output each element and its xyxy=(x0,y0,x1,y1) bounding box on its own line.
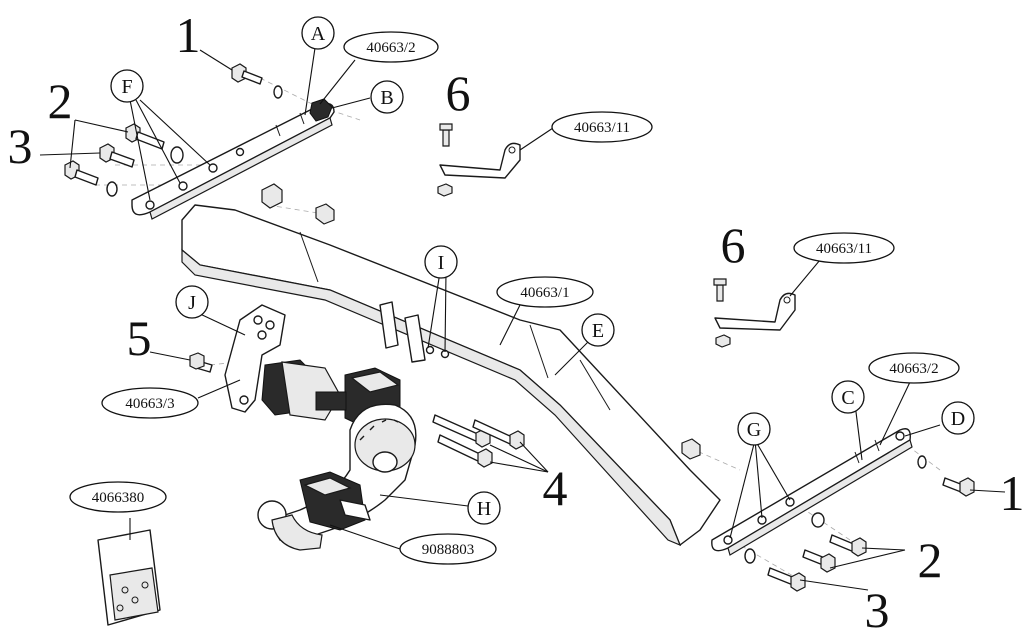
number-6-top: 6 xyxy=(446,65,471,121)
washer-left-mid xyxy=(170,146,184,164)
number-5: 5 xyxy=(127,310,152,366)
letter-e: E xyxy=(592,320,604,342)
code-plate-j: 40663/3 xyxy=(125,396,174,412)
callout-bracket-left: 40663/2 xyxy=(343,31,439,63)
letter-b: B xyxy=(380,87,393,109)
letter-f: F xyxy=(121,76,132,98)
bolt-3a-right xyxy=(802,549,836,573)
wiring-plug xyxy=(299,471,371,531)
instruction-booklet xyxy=(97,529,161,626)
bolt-3b-right xyxy=(767,567,806,592)
letter-h: H xyxy=(477,498,491,520)
code-bracket-left: 40663/2 xyxy=(366,40,415,56)
washer-right-mid xyxy=(811,512,825,528)
number-1-right: 1 xyxy=(1000,465,1024,521)
bolt-3b-left xyxy=(64,160,99,186)
bolt-2-left xyxy=(125,123,165,150)
left-side-bracket xyxy=(131,98,335,220)
right-side-bracket xyxy=(711,428,913,556)
letter-callout-j: J xyxy=(175,285,209,319)
code-bracket-right: 40663/2 xyxy=(889,361,938,377)
clip-mid xyxy=(713,278,796,348)
number-2-left: 2 xyxy=(48,73,73,129)
washer-right-top xyxy=(917,455,927,469)
callout-clip-mid: 40663/11 xyxy=(793,232,895,264)
bolt-1-left xyxy=(231,63,263,85)
bolt-1-right xyxy=(942,477,975,497)
washer-right-low xyxy=(744,548,756,564)
bolt-5 xyxy=(189,352,213,373)
number-4: 4 xyxy=(543,460,568,516)
letter-callout-i: I xyxy=(424,245,458,279)
code-crossbar: 40663/1 xyxy=(520,285,569,301)
callout-guide: 4066380 xyxy=(69,481,167,513)
leader-lines xyxy=(39,47,1006,591)
letter-i: I xyxy=(438,252,445,274)
letter-callout-e: E xyxy=(581,313,615,347)
letter-callout-d: D xyxy=(941,401,975,435)
code-wiring: 9088803 xyxy=(422,542,475,558)
letter-callout-f: F xyxy=(110,69,144,103)
number-1-left: 1 xyxy=(176,7,201,63)
right-fasteners xyxy=(744,455,975,592)
callout-wiring: 9088803 xyxy=(399,533,497,565)
code-clip-top: 40663/11 xyxy=(574,120,630,136)
number-3-left: 3 xyxy=(8,118,33,174)
number-6-mid: 6 xyxy=(721,217,746,273)
letter-callout-a: A xyxy=(301,16,335,50)
washer-left-low xyxy=(106,181,118,197)
callout-clip-top: 40663/11 xyxy=(551,111,653,143)
letter-d: D xyxy=(951,408,965,430)
main-crossbar xyxy=(181,183,721,547)
part-numbers: 1 2 3 6 6 5 4 1 2 3 xyxy=(8,7,1024,631)
code-clip-mid: 40663/11 xyxy=(816,241,872,257)
code-callouts: 40663/2 40663/11 40663/11 40663/1 40663/… xyxy=(69,31,960,565)
left-fasteners xyxy=(64,63,283,197)
callout-plate-j: 40663/3 xyxy=(101,387,199,419)
letter-callout-c: C xyxy=(831,380,865,414)
mounting-plate-j xyxy=(189,304,286,413)
bolt-3a-left xyxy=(99,143,135,168)
callout-bracket-right: 40663/2 xyxy=(868,352,960,384)
letter-callouts: A B F I E J C D xyxy=(110,16,975,525)
letter-j: J xyxy=(188,292,196,314)
code-guide: 4066380 xyxy=(92,490,145,506)
letter-g: G xyxy=(747,419,761,441)
letter-a: A xyxy=(311,23,326,45)
letter-callout-h: H xyxy=(467,491,501,525)
clip-top xyxy=(437,123,521,197)
letter-callout-g: G xyxy=(737,412,771,446)
washer-left-top xyxy=(273,85,283,99)
letter-c: C xyxy=(841,387,854,409)
bolts-4 xyxy=(432,414,525,468)
callout-crossbar: 40663/1 xyxy=(496,276,594,308)
number-3-right: 3 xyxy=(865,582,890,631)
bolt-2-right xyxy=(829,534,867,557)
number-2-right: 2 xyxy=(918,532,943,588)
letter-callout-b: B xyxy=(370,80,404,114)
